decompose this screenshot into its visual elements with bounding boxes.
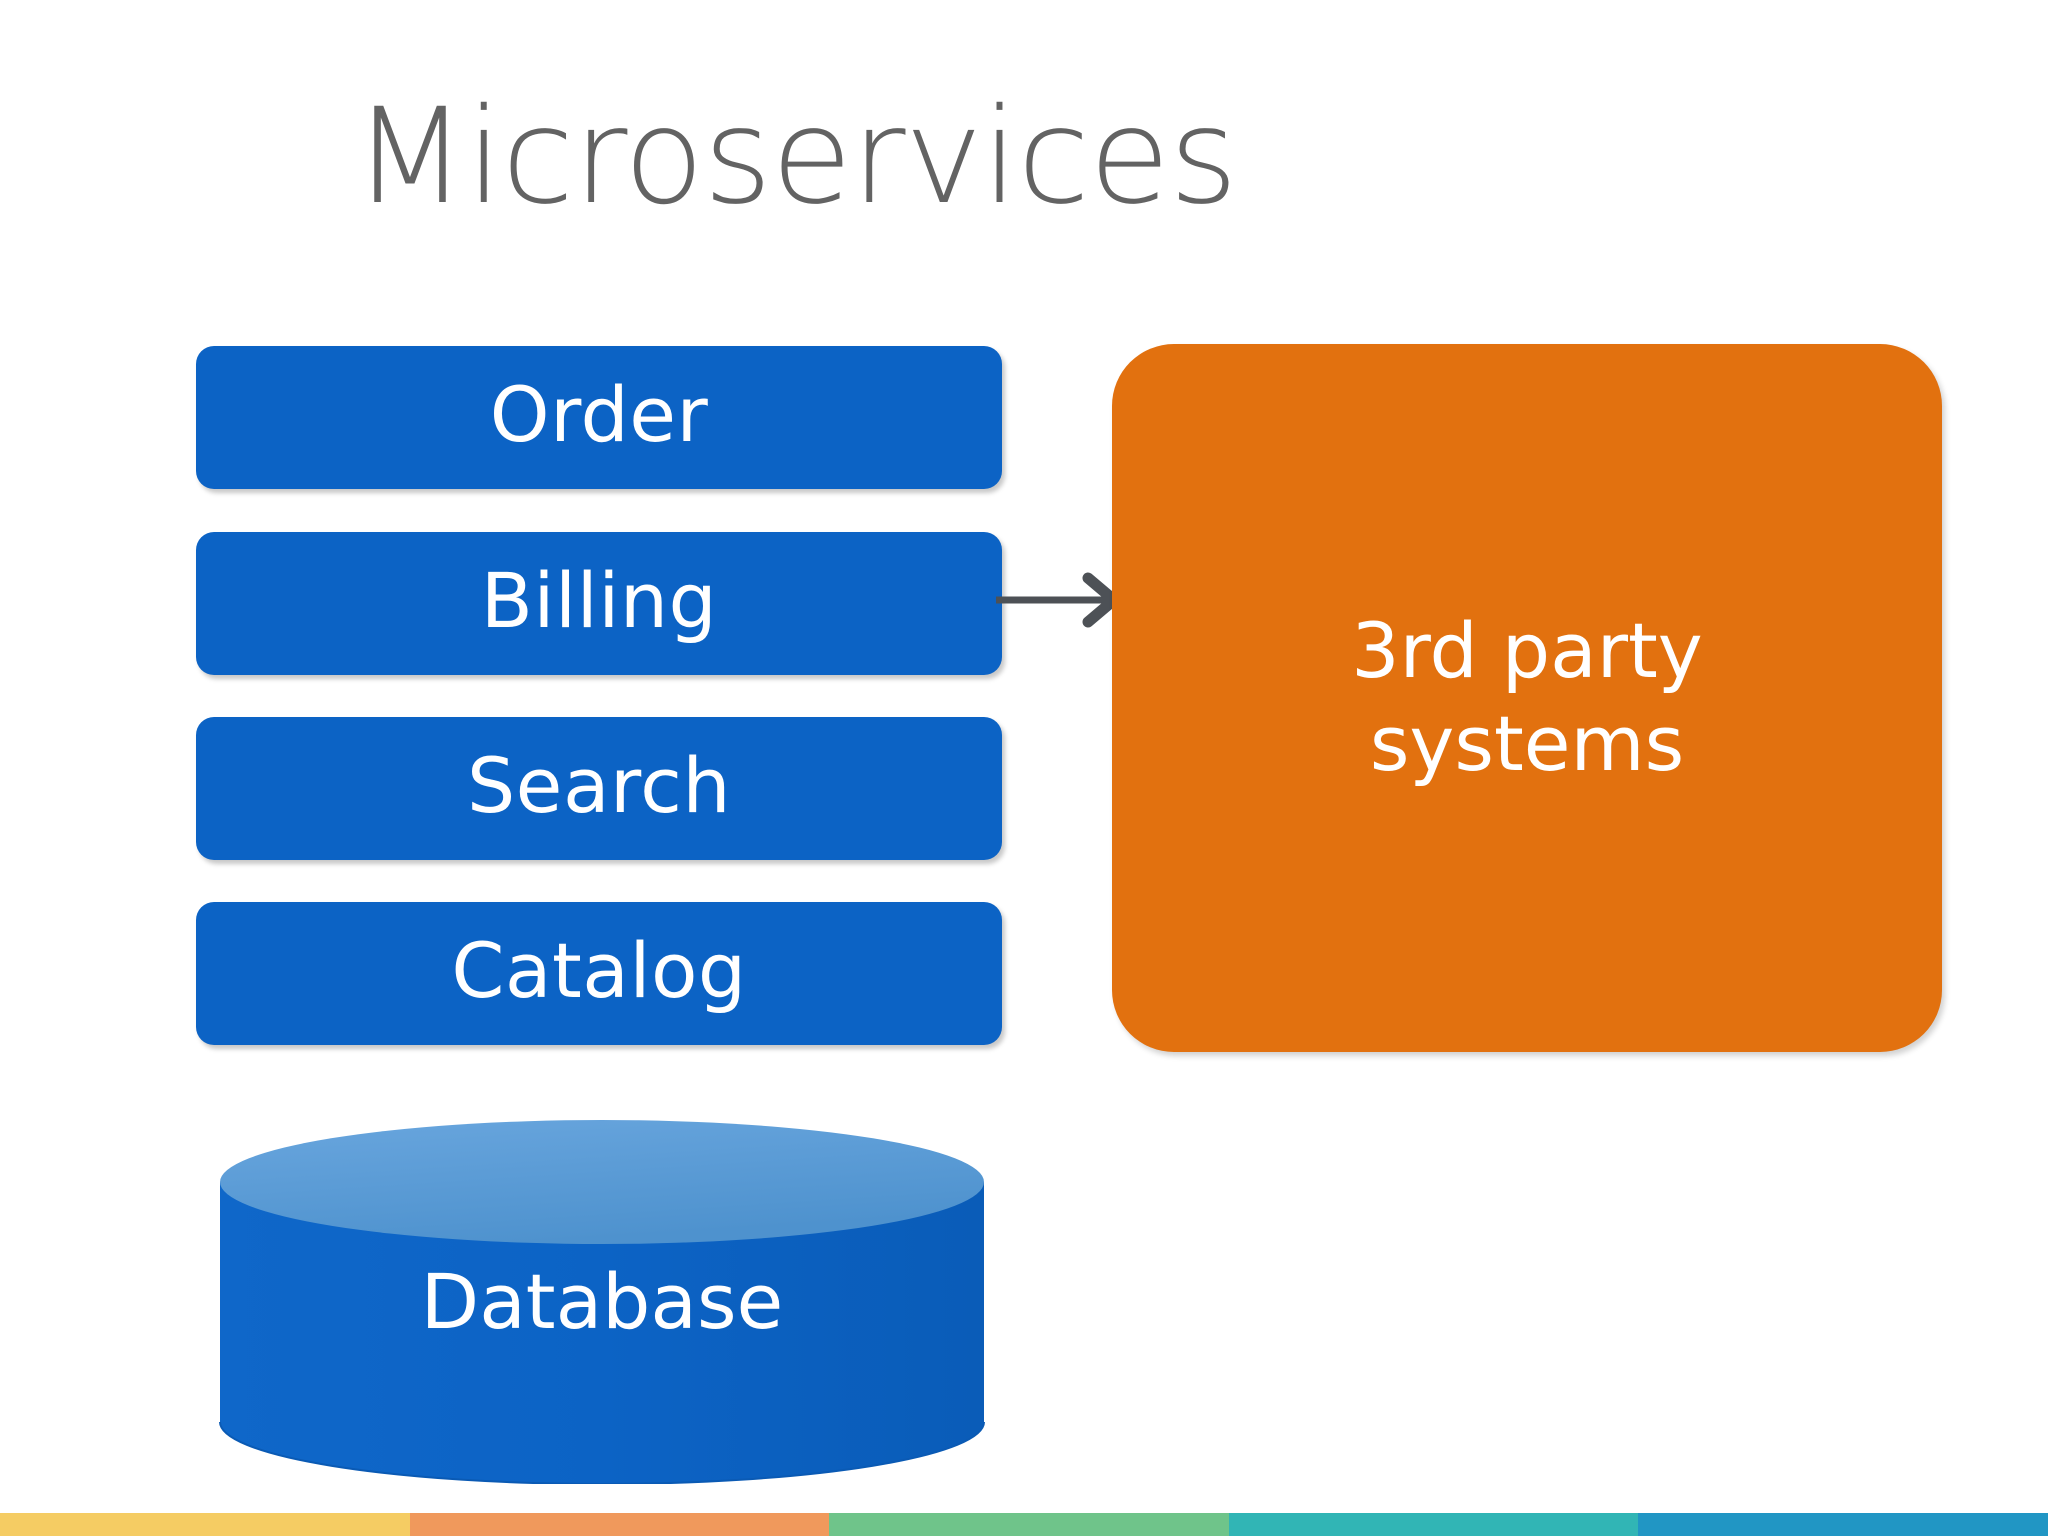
service-box-catalog[interactable]: Catalog	[196, 902, 1002, 1045]
bottom-color-bar	[0, 1513, 2048, 1536]
service-box-order[interactable]: Order	[196, 346, 1002, 489]
service-label-order: Order	[489, 369, 709, 459]
service-label-search: Search	[466, 740, 732, 830]
database-cylinder-icon[interactable]	[218, 1120, 986, 1484]
third-party-systems-label: 3rd party systems	[1351, 606, 1703, 788]
page-title: Microservices	[353, 80, 1238, 234]
bottom-bar-segment-blue	[1638, 1513, 2048, 1536]
arrow-right-icon	[996, 570, 1126, 630]
service-box-search[interactable]: Search	[196, 717, 1002, 860]
service-label-catalog: Catalog	[451, 925, 747, 1015]
bottom-bar-segment-teal	[1228, 1513, 1639, 1536]
bottom-bar-segment-yellow	[0, 1513, 410, 1536]
bottom-bar-segment-orange	[409, 1513, 830, 1536]
third-party-systems-box[interactable]: 3rd party systems	[1112, 344, 1942, 1052]
service-label-billing: Billing	[480, 555, 718, 645]
service-box-billing[interactable]: Billing	[196, 532, 1002, 675]
bottom-bar-segment-green	[829, 1513, 1229, 1536]
